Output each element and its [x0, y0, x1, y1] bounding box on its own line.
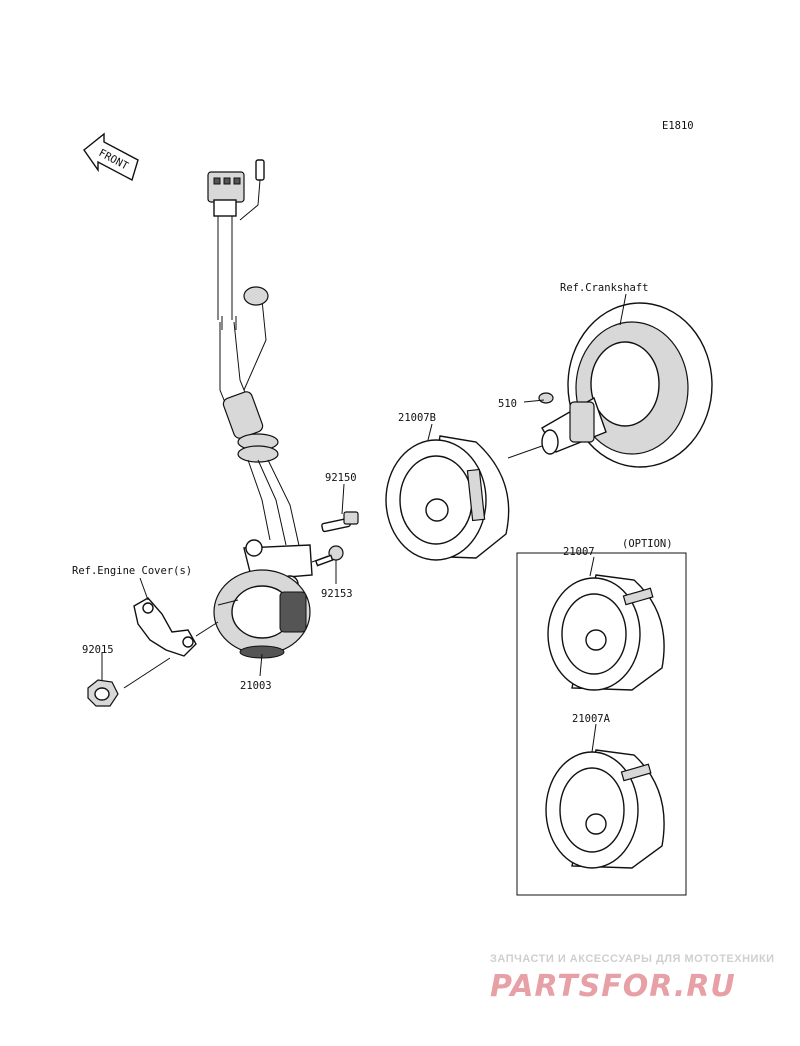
rotor-21007B — [385, 435, 510, 561]
leader-lines — [101, 293, 627, 753]
label-21003: 21003 — [240, 680, 272, 692]
engine-cover-bracket — [133, 597, 197, 657]
label-21007: 21007 — [563, 546, 595, 558]
diagram-code: E1810 — [662, 120, 694, 132]
label-92015: 92015 — [82, 644, 114, 656]
stator-assembly — [213, 539, 313, 659]
option-box — [516, 552, 687, 896]
label-92153: 92153 — [321, 588, 353, 600]
nut-92015 — [87, 679, 119, 707]
label-21007A: 21007A — [572, 713, 611, 725]
label-ref-crankshaft: Ref.Crankshaft — [560, 282, 649, 294]
harness-connector — [207, 171, 245, 203]
label-ref-engine-cover: Ref.Engine Cover(s) — [72, 565, 192, 577]
label-21007B: 21007B — [398, 412, 436, 424]
crankshaft — [541, 302, 713, 468]
woodruff-key-510 — [538, 392, 554, 404]
rotor-21007A — [545, 749, 665, 869]
watermark-tagline: ЗАПЧАСТИ И АКСЕССУАРЫ ДЛЯ МОТОТЕХНИКИ — [490, 953, 775, 965]
label-92150: 92150 — [325, 472, 357, 484]
wiring-harness — [207, 159, 301, 551]
watermark-logo: PARTSFOR.RU — [490, 969, 736, 1004]
sensor-grommet — [243, 286, 269, 306]
bolt-92153 — [314, 545, 344, 567]
rotor-21007 — [547, 574, 665, 691]
label-510: 510 — [498, 398, 517, 410]
bolt-92150 — [321, 511, 359, 533]
label-option: (OPTION) — [622, 538, 673, 550]
front-arrow-icon: FRONT — [83, 132, 139, 182]
